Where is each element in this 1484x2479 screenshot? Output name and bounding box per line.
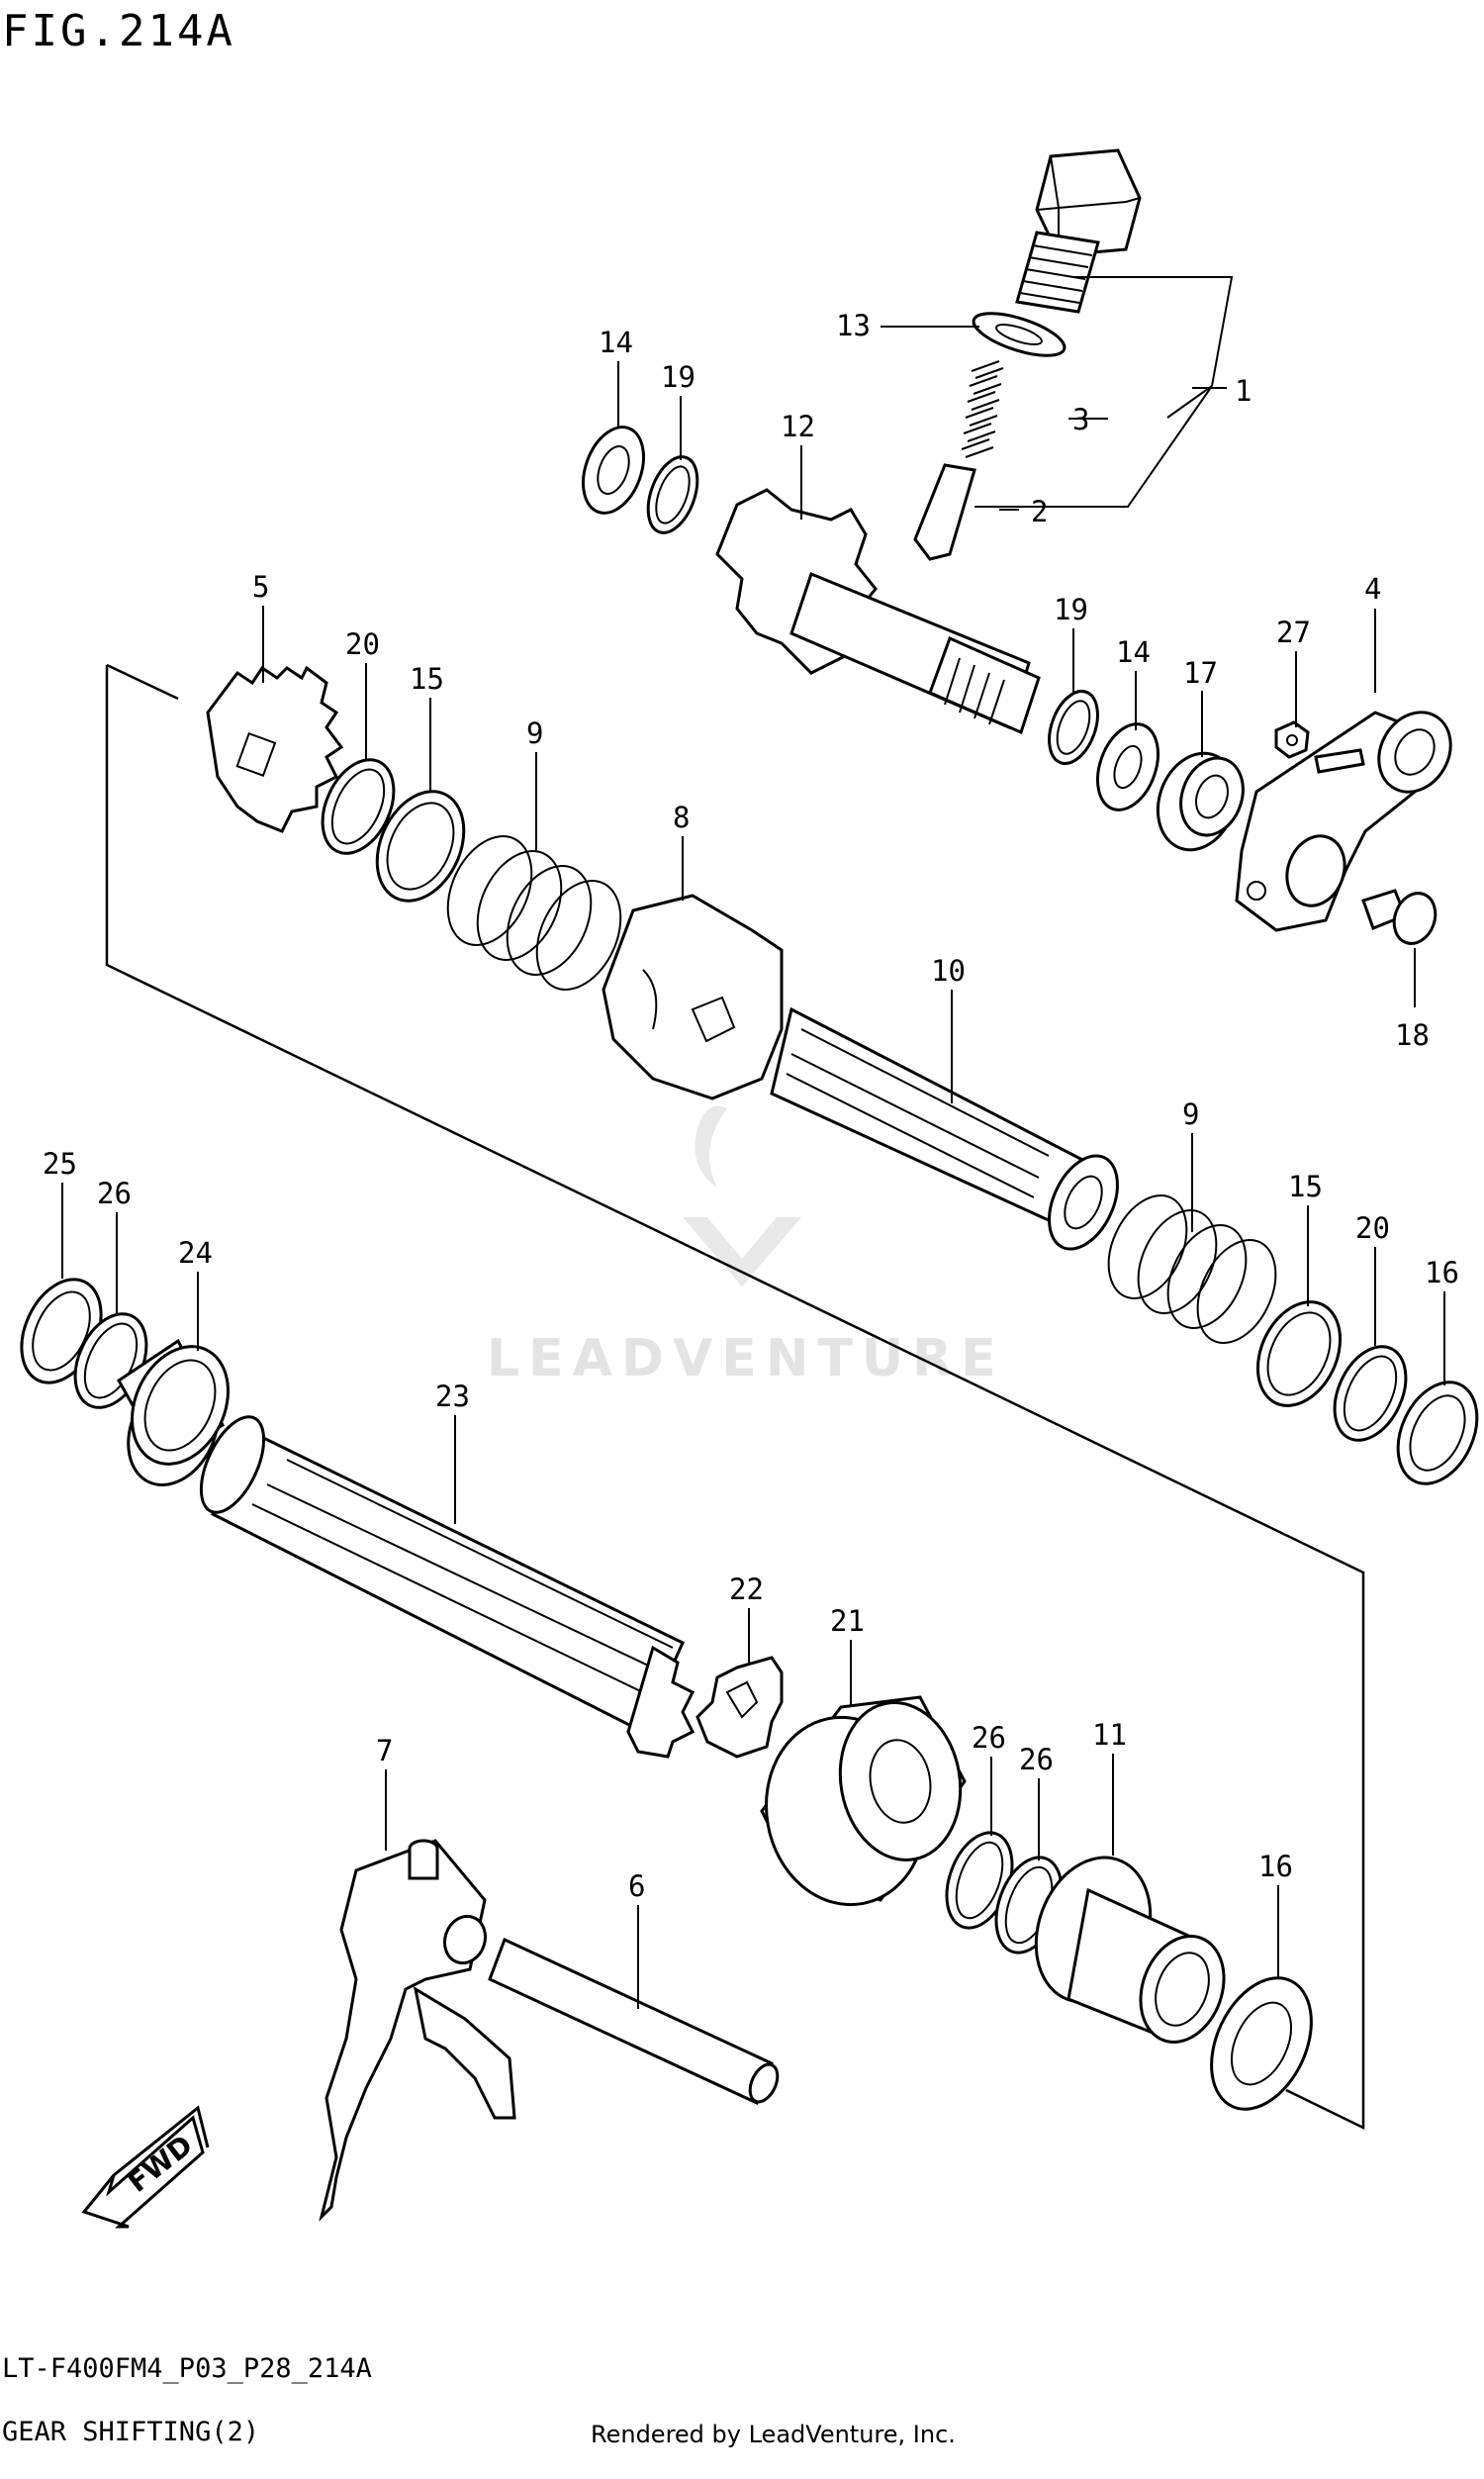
callout-17: 17 bbox=[1183, 656, 1218, 690]
figure-title: FIG.214A bbox=[2, 6, 235, 56]
callout-10: 10 bbox=[931, 954, 966, 988]
callout-16-upper: 16 bbox=[1425, 1256, 1459, 1289]
callout-2: 2 bbox=[1031, 495, 1048, 528]
part-20-circlip-top bbox=[321, 758, 396, 855]
part-22-pin-plate bbox=[696, 1656, 784, 1759]
callout-14-right: 14 bbox=[1116, 635, 1151, 669]
callout-22: 22 bbox=[729, 1573, 764, 1606]
callout-26-right: 26 bbox=[1019, 1743, 1054, 1776]
part-8-cam-driven-gear bbox=[602, 894, 784, 1100]
callout-20-right: 20 bbox=[1355, 1211, 1390, 1245]
part-19-circlip-right bbox=[1048, 690, 1099, 765]
callout-15-right: 15 bbox=[1288, 1170, 1323, 1203]
part-14-washer-right bbox=[1096, 722, 1159, 811]
watermark-text: LEADVENTURE bbox=[487, 1329, 1005, 1388]
part-15-washer-top bbox=[375, 790, 466, 903]
callout-20-top: 20 bbox=[345, 627, 380, 661]
callout-3: 3 bbox=[1072, 403, 1089, 436]
part-17-oil-seal bbox=[1156, 751, 1245, 852]
part-19-circlip-left bbox=[646, 455, 699, 534]
callout-12: 12 bbox=[781, 410, 815, 443]
callout-24: 24 bbox=[178, 1236, 213, 1270]
part-20-circlip-right bbox=[1333, 1345, 1408, 1442]
section-name: GEAR SHIFTING(2) bbox=[2, 2417, 260, 2447]
callout-19-right: 19 bbox=[1054, 593, 1088, 626]
callout-7: 7 bbox=[376, 1734, 393, 1767]
callout-15-top: 15 bbox=[410, 662, 444, 696]
part-9-spring-right bbox=[1107, 1194, 1277, 1344]
callout-18: 18 bbox=[1395, 1018, 1430, 1052]
assembly-frame bbox=[105, 663, 1365, 2130]
callout-25: 25 bbox=[43, 1147, 77, 1181]
callout-26-left: 26 bbox=[97, 1177, 132, 1210]
callout-8: 8 bbox=[673, 801, 690, 834]
callout-16-lower: 16 bbox=[1258, 1850, 1293, 1883]
part-6-fork-shaft bbox=[488, 1937, 780, 2106]
part-24-bearing bbox=[117, 1338, 230, 1486]
part-12-shift-shaft bbox=[715, 488, 1041, 735]
callout-11: 11 bbox=[1092, 1718, 1127, 1752]
part-21-drum bbox=[760, 1695, 967, 1907]
callout-6: 6 bbox=[628, 1869, 645, 1903]
part-3-spring bbox=[961, 360, 1004, 458]
fwd-arrow-icon: FWD bbox=[81, 2105, 210, 2229]
part-11-bearing bbox=[1034, 1856, 1226, 2044]
callout-5: 5 bbox=[252, 570, 269, 604]
part-18-bolt bbox=[1361, 889, 1438, 945]
callout-23: 23 bbox=[435, 1380, 470, 1413]
part-2-pin bbox=[913, 463, 976, 561]
callout-19-left: 19 bbox=[661, 360, 696, 394]
part-5-gear-stopper bbox=[206, 665, 344, 833]
part-16-washer-upper bbox=[1396, 1381, 1479, 1485]
callout-9-right: 9 bbox=[1182, 1097, 1199, 1131]
callout-21: 21 bbox=[830, 1604, 865, 1638]
part-13-washer bbox=[972, 312, 1067, 357]
callout-9-top: 9 bbox=[526, 716, 543, 750]
callout-4: 4 bbox=[1364, 572, 1381, 606]
render-credit: Rendered by LeadVenture, Inc. bbox=[591, 2421, 956, 2448]
part-9-spring-top bbox=[446, 835, 622, 991]
callout-26-mid: 26 bbox=[972, 1721, 1006, 1755]
part-1-bolt bbox=[1015, 148, 1142, 314]
part-23-cam-assembly bbox=[199, 1415, 696, 1759]
part-7-shift-fork bbox=[319, 1839, 516, 2222]
callout-1: 1 bbox=[1235, 374, 1252, 408]
callout-labels: 1 2 3 4 5 6 7 8 9 9 10 11 12 13 14 14 15… bbox=[43, 309, 1459, 1903]
part-27-nut bbox=[1274, 720, 1310, 759]
callout-27: 27 bbox=[1276, 616, 1311, 649]
model-code: LT-F400FM4_P03_P28_214A bbox=[2, 2353, 372, 2384]
part-4-shift-arm bbox=[1235, 711, 1452, 932]
leader-lines bbox=[61, 276, 1445, 2009]
part-10-cam-shaft bbox=[770, 1006, 1119, 1251]
callout-14-left: 14 bbox=[599, 326, 633, 359]
part-14-washer-left bbox=[582, 426, 645, 515]
callout-13: 13 bbox=[836, 309, 871, 342]
part-15-washer-right bbox=[1255, 1300, 1343, 1407]
watermark: LEADVENTURE bbox=[487, 1105, 1005, 1388]
